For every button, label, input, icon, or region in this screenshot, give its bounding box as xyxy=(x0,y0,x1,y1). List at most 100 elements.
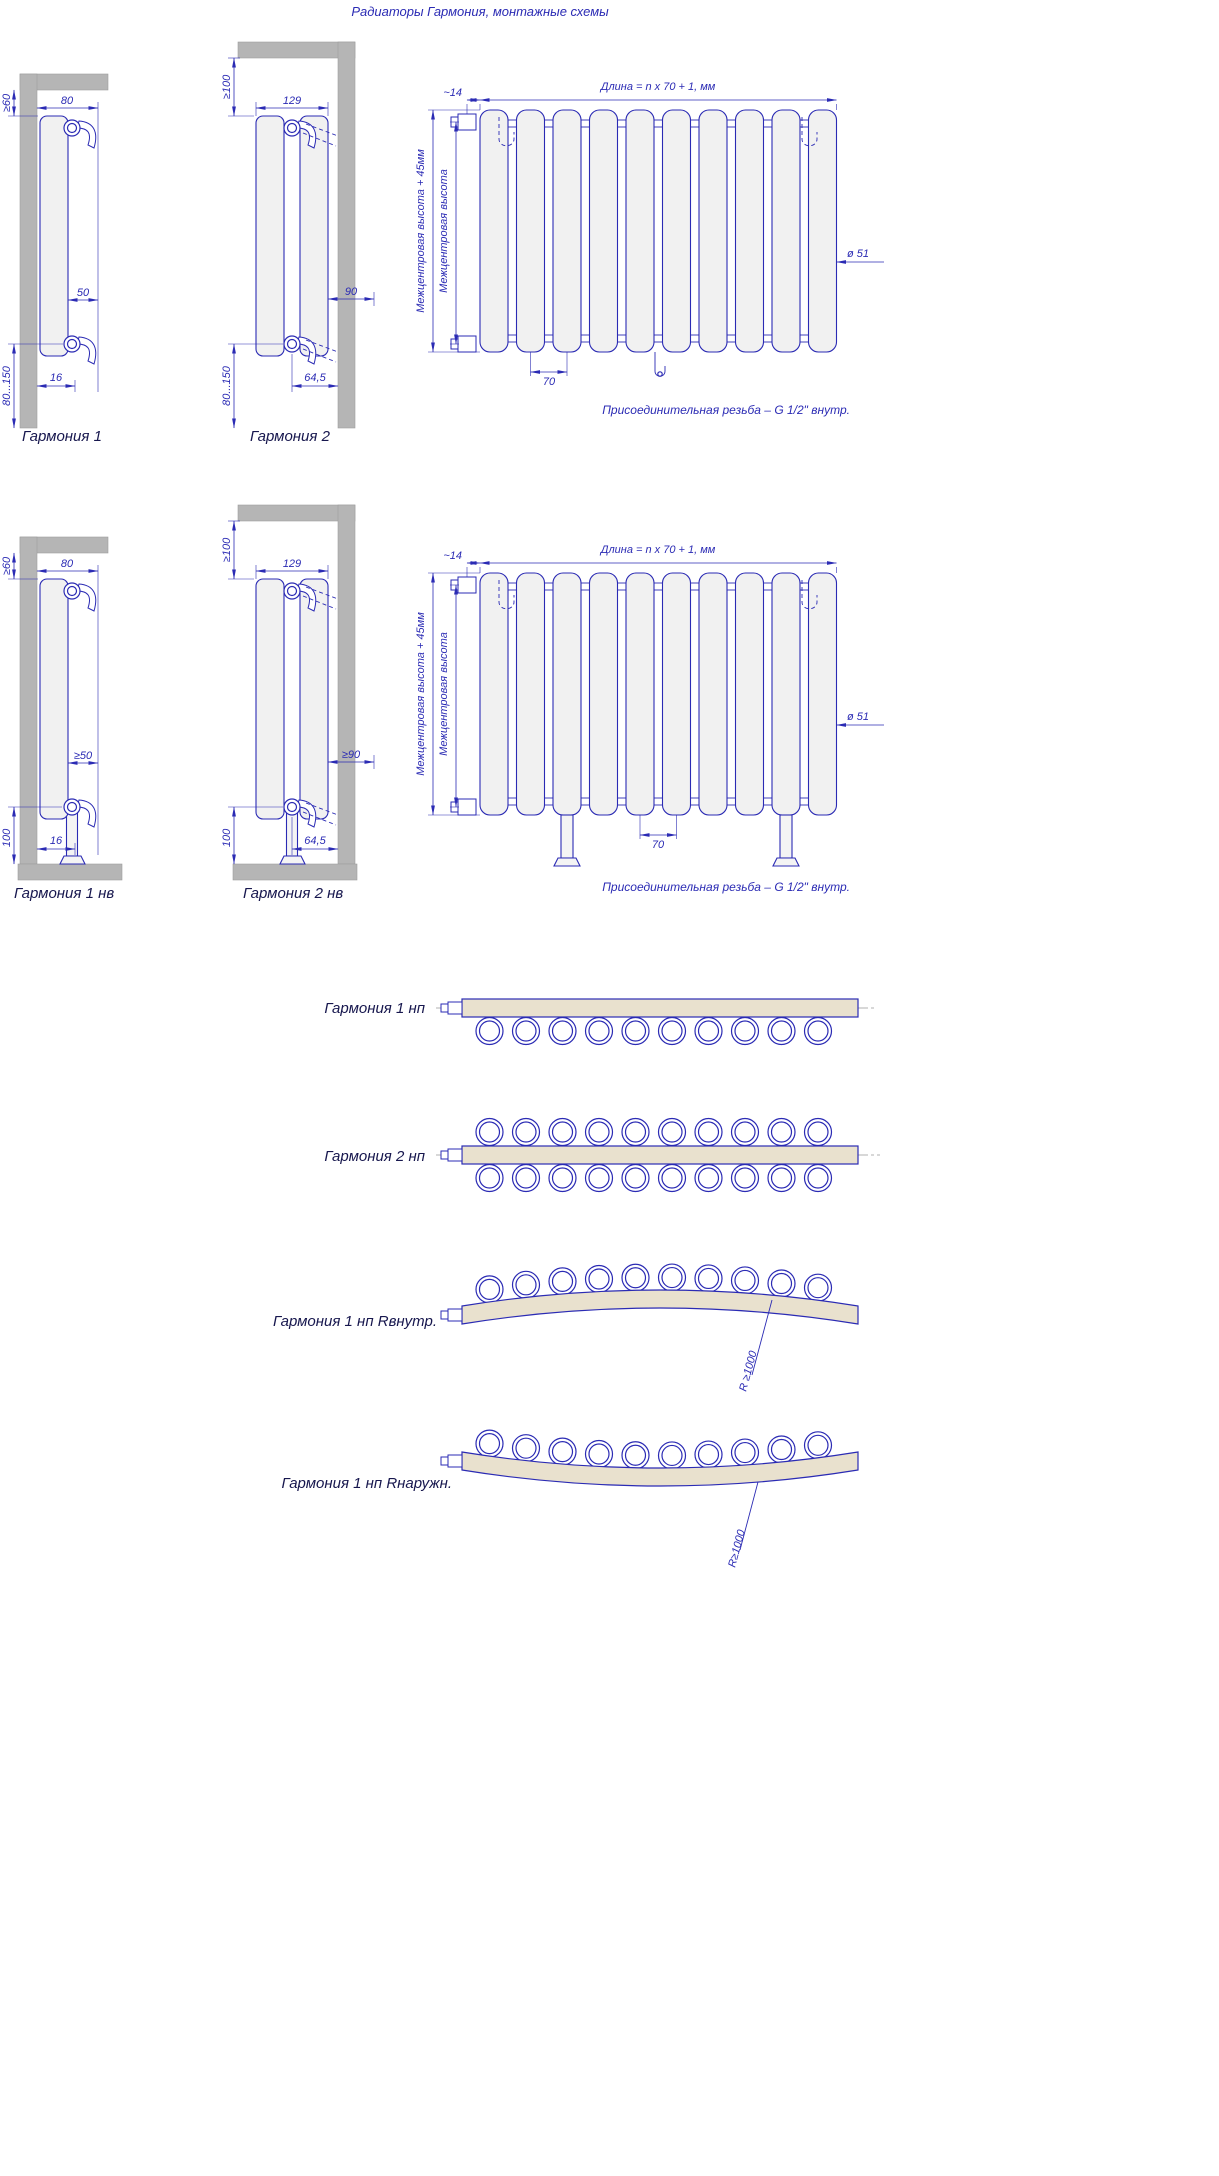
hidden-bracket-line xyxy=(302,595,337,610)
dim-top-offset: ≥60 xyxy=(1,556,13,575)
connection-fitting-cap xyxy=(440,1310,449,1320)
side-view-floor-garmoniya-2: ≥100 129 ≥90 64,5 100 Гармония 2 нв xyxy=(221,504,375,902)
plan-header-bar xyxy=(461,998,859,1018)
radiator-tube-front xyxy=(255,115,285,357)
dim-mid: 50 xyxy=(77,287,90,299)
front-leg-right-foot xyxy=(772,857,800,867)
dim-diameter: ø 51 xyxy=(847,248,869,260)
plan-header-bar-curved xyxy=(461,1289,859,1325)
plan-header-bar-curved xyxy=(461,1451,859,1487)
valve-bottom-inner xyxy=(286,338,298,350)
thread-note: Присоединительная резьба – G 1/2" внутр. xyxy=(602,403,850,417)
front-leg-right xyxy=(779,814,793,859)
hidden-bracket-right xyxy=(801,580,818,610)
dim-diameter: ø 51 xyxy=(847,711,869,723)
plan-sections-row-bottom xyxy=(475,1163,833,1193)
dim-bottom-range: 80...150 xyxy=(221,365,233,406)
bracket-hook-bottom xyxy=(76,336,97,365)
dim-leg-height: 100 xyxy=(221,828,233,847)
dim-pitch: 70 xyxy=(652,839,665,851)
drawing-label: Гармония 1 нп Rвнутр. xyxy=(273,1313,437,1330)
section-columns xyxy=(479,109,838,353)
connection-fitting xyxy=(447,1001,463,1015)
hidden-bracket-line xyxy=(305,123,339,137)
connection-fitting-bottom xyxy=(457,798,477,816)
wall-hatch xyxy=(337,41,356,429)
connection-fitting xyxy=(447,1148,463,1162)
connection-fitting-top xyxy=(457,113,477,131)
dim-side-offset: ~14 xyxy=(443,550,462,562)
radius-label: R≥1000 xyxy=(726,1528,748,1569)
leader-line xyxy=(739,1481,759,1551)
section-columns xyxy=(479,572,838,816)
connection-fitting xyxy=(447,1308,463,1322)
side-view-floor-garmoniya-1: ≥60 80 ≥50 16 100 Гармония 1 нв xyxy=(1,536,123,902)
front-leg-left-foot xyxy=(553,857,581,867)
plan-sections-row xyxy=(475,1263,833,1304)
radiator-tube-front xyxy=(255,578,285,820)
wall-hatch xyxy=(337,504,356,865)
drawing-label: Гармония 1 xyxy=(22,428,102,445)
dim-height-outer: Межцентровая высота + 45мм xyxy=(415,149,427,313)
side-view-wall-garmoniya-1: ≥60 80 50 16 80...150 Гармония 1 xyxy=(1,73,109,445)
dim-depth: 80 xyxy=(61,558,74,570)
valve-top-inner xyxy=(286,122,298,134)
valve-top-inner xyxy=(66,585,78,597)
wall-hatch xyxy=(19,73,38,429)
connection-fitting-top xyxy=(457,576,477,594)
dim-length-formula: Длина = n x 70 + 1, мм xyxy=(599,81,716,93)
radiator-tube-back xyxy=(299,115,329,357)
hidden-bracket-line xyxy=(302,132,337,147)
hidden-bracket-line xyxy=(302,348,337,363)
dim-bottom-range: 80...150 xyxy=(1,365,13,406)
dim-length-formula: Длина = n x 70 + 1, мм xyxy=(599,544,716,556)
hidden-bracket-line xyxy=(305,339,339,353)
dimensions: ~14 Длина = n x 70 + 1, мм Межцентровая … xyxy=(415,81,884,388)
bottom-bracket-dot xyxy=(657,371,663,377)
dim-gap: 16 xyxy=(50,835,63,847)
dimensions: ≥60 80 50 16 80...150 xyxy=(1,89,99,429)
hidden-bracket-right xyxy=(801,117,818,147)
front-view-wall-mounted: ~14 Длина = n x 70 + 1, мм Межцентровая … xyxy=(415,81,884,417)
connection-fitting-bottom xyxy=(457,335,477,353)
plan-sections-row xyxy=(475,1429,833,1470)
valve-bottom-inner xyxy=(66,801,78,813)
valve-bottom-inner xyxy=(66,338,78,350)
plan-view-r-outer: R≥1000 Гармония 1 нп Rнаружн. xyxy=(282,1429,859,1569)
hidden-bracket-line xyxy=(305,586,339,600)
dim-leg-height: 100 xyxy=(1,828,13,847)
plan-header-bar xyxy=(461,1145,859,1165)
drawing-label: Гармония 2 нв xyxy=(243,885,343,902)
dim-top-offset: ≥100 xyxy=(221,74,233,99)
hidden-bracket-left xyxy=(498,117,515,147)
radiator-body xyxy=(39,578,69,820)
front-view-floor-mounted: ~14 Длина = n x 70 + 1, мм Межцентровая … xyxy=(415,544,884,894)
plan-view-r-inner: R ≥1000 Гармония 1 нп Rвнутр. xyxy=(273,1263,859,1393)
bracket-hook-top xyxy=(76,583,97,612)
drawing-label: Гармония 1 нв xyxy=(14,885,114,902)
plan-view-garmoniya-1: Гармония 1 нп xyxy=(324,998,876,1046)
bracket-hook-bottom xyxy=(296,336,317,365)
bracket-hook-bottom xyxy=(76,799,97,828)
connection-fitting-cap xyxy=(440,1456,449,1466)
hidden-bracket-line xyxy=(305,802,339,816)
dim-mid: 90 xyxy=(345,286,358,298)
dim-gap: 16 xyxy=(50,372,63,384)
valve-top-inner xyxy=(66,122,78,134)
leg-foot xyxy=(59,855,86,865)
connection-fitting xyxy=(447,1454,463,1468)
dim-mid: ≥90 xyxy=(342,749,361,761)
dim-top-offset: ≥100 xyxy=(221,537,233,562)
side-view-wall-garmoniya-2: ≥100 129 90 64,5 80...150 Гармония 2 xyxy=(221,41,375,445)
drawing-label: Гармония 1 нп Rнаружн. xyxy=(282,1475,452,1492)
dimensions: ≥100 129 90 64,5 80...150 xyxy=(221,57,375,429)
floor-hatch xyxy=(17,863,123,881)
leader-line xyxy=(751,1299,773,1376)
valve-bottom-inner xyxy=(286,801,298,813)
bracket-hook-top xyxy=(296,583,317,612)
hidden-bracket-line xyxy=(302,811,337,826)
page-title: Радиаторы Гармония, монтажные схемы xyxy=(351,4,609,19)
dimensions: ~14 Длина = n x 70 + 1, мм Межцентровая … xyxy=(415,544,884,851)
